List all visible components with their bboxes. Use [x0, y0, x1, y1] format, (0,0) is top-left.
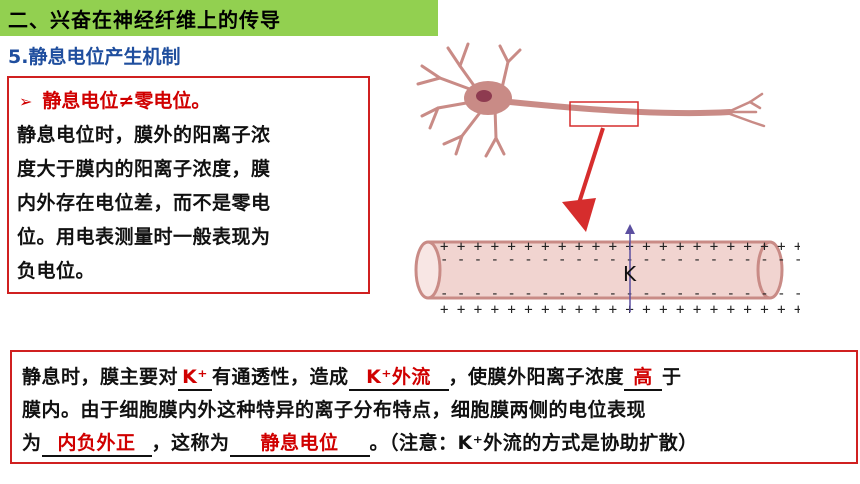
inner-minus-top: - - - - - - - - - - - - - - - - - - - - …: [440, 252, 800, 268]
subtitle: 5.静息电位产生机制: [8, 46, 181, 68]
explanation-line: 负电位。: [17, 260, 96, 282]
inner-minus-bottom: - - - - - - - - - - - - - - - - - - - - …: [440, 286, 800, 302]
neuron-diagram: + + + + + + + + + + + + + + + + + + + + …: [414, 42, 800, 318]
explanation-line: 静息电位时，膜外的阳离子浓: [17, 124, 271, 146]
answer-blank-term: 静息电位: [229, 431, 370, 457]
summary-line-3: 为内负外正，这称为静息电位。（注意：K⁺外流的方式是协助扩散）: [22, 428, 698, 457]
explanation-text: 静息电位时，膜外的阳离子浓 度大于膜内的阳离子浓度，膜 内外存在电位差，而不是零…: [17, 118, 363, 288]
membrane-cylinder: [414, 240, 784, 300]
neuron-nucleus: [476, 90, 492, 102]
explanation-line: 度大于膜内的阳离子浓度，膜: [17, 158, 271, 180]
bullet-arrow-icon: ➢: [19, 92, 33, 111]
summary-line-2: 膜内。由于细胞膜内外这种特异的离子分布特点，细胞膜两侧的电位表现: [22, 399, 647, 421]
answer-blank-concentration: 高: [624, 365, 663, 391]
explanation-box: ➢ 静息电位≠零电位。 静息电位时，膜外的阳离子浓 度大于膜内的阳离子浓度，膜 内…: [7, 76, 370, 294]
outer-plus-top: + + + + + + + + + + + + + + + + + + + + …: [440, 239, 800, 255]
zoom-arrow-icon: [562, 127, 605, 232]
explanation-line: 内外存在电位差，而不是零电: [17, 192, 271, 214]
box-heading: ➢ 静息电位≠零电位。: [19, 86, 210, 113]
potassium-ion-label: K: [623, 262, 637, 286]
section-title-bar: 二、兴奋在神经纤维上的传导: [0, 0, 438, 36]
neuron-dendrites: [416, 42, 522, 158]
answer-blank-flow: K⁺外流: [348, 365, 449, 391]
outer-plus-bottom: + + + + + + + + + + + + + + + + + + + + …: [440, 302, 800, 318]
section-title: 二、兴奋在神经纤维上的传导: [8, 8, 281, 32]
answer-blank-ion: K⁺: [178, 365, 213, 391]
explanation-line: 位。用电表测量时一般表现为: [17, 226, 271, 248]
answer-blank-polarity: 内负外正: [41, 431, 152, 457]
axon: [507, 99, 733, 117]
zoom-region-box: [569, 101, 639, 127]
axon-terminals: [726, 92, 766, 128]
k-efflux-arrow-icon: [625, 224, 635, 312]
box-heading-text: 静息电位≠零电位。: [42, 90, 211, 112]
